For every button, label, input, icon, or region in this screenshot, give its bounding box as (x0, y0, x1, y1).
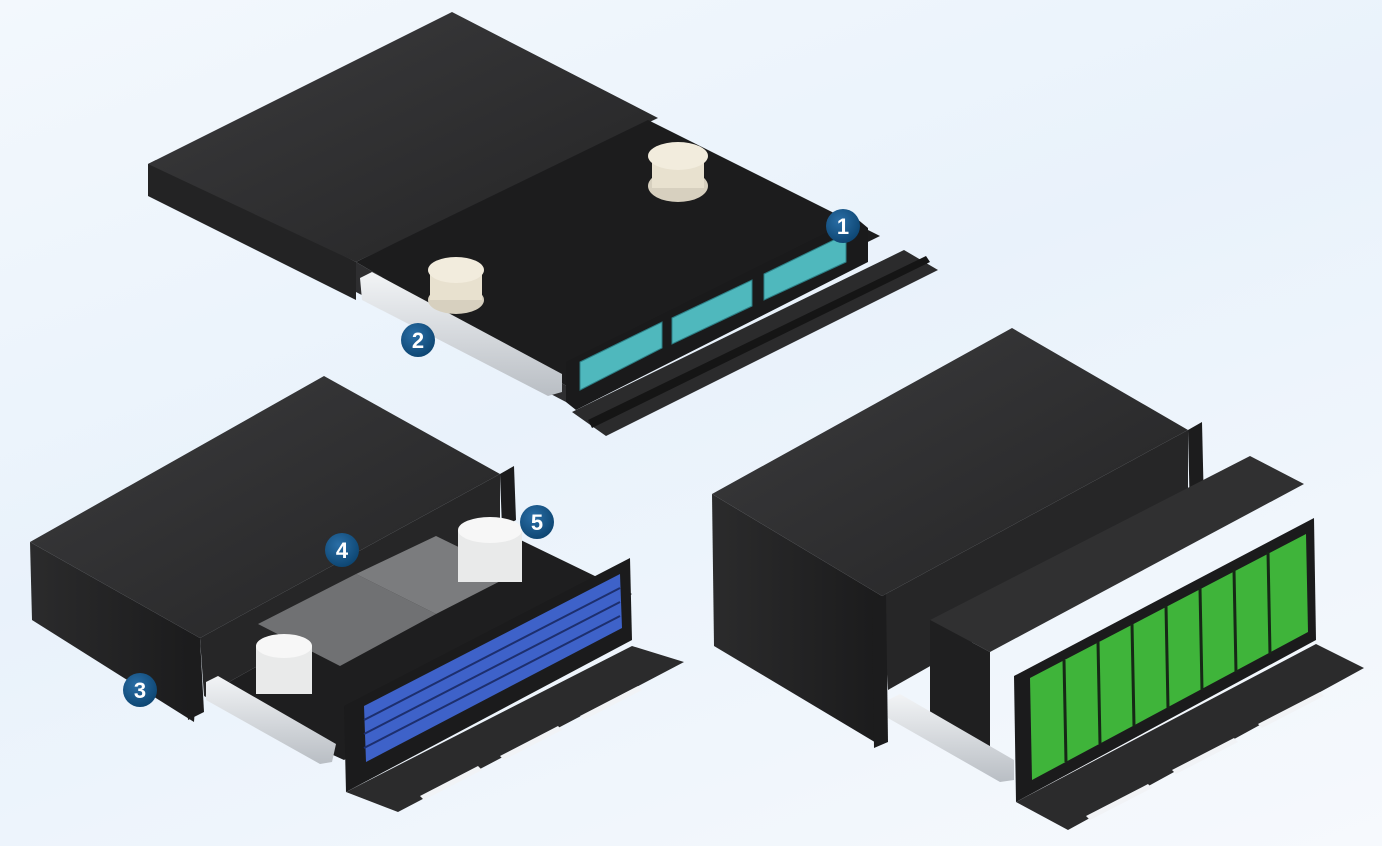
fiber-spool-2 (428, 257, 484, 314)
panel-4u-slide-rail[interactable] (888, 694, 1014, 782)
panel-4u-cover (712, 328, 1188, 596)
panel-2u-cover (30, 376, 500, 638)
panel-2u-front-door[interactable] (346, 646, 684, 812)
door-slots-4u (1086, 692, 1324, 820)
panel-4u-front-door[interactable] (1016, 644, 1364, 830)
callout-4: 4 (325, 533, 359, 567)
fiber-spool-3 (256, 634, 312, 694)
panel-1u-slide-rail[interactable] (360, 272, 562, 396)
callout-3: 3 (123, 673, 157, 707)
panel-2u-slide-rail[interactable] (206, 676, 336, 764)
panel-1u-door-lip (588, 256, 930, 428)
callout-2-label: 2 (412, 328, 424, 353)
panel-2u-rack-ear-left (184, 638, 204, 720)
panel-1u (148, 12, 938, 436)
door-slots (420, 686, 642, 800)
panel-2u-rack-ear-right (500, 466, 516, 528)
panel-2u-tray (204, 530, 632, 760)
lc-adapter-group (579, 233, 847, 391)
callout-4-label: 4 (336, 538, 349, 563)
fiber-spool-4 (458, 517, 522, 582)
green-module-dividers (1062, 551, 1272, 763)
panel-1u-side (148, 160, 356, 300)
panel-4u-side (712, 494, 882, 744)
sc-adapter-rows (363, 587, 621, 749)
panel-4u-module-shelf (930, 456, 1304, 652)
callout-1: 1 (826, 209, 860, 243)
panel-1u-tray (356, 120, 880, 388)
callout-2: 2 (401, 323, 435, 357)
callout-5: 5 (520, 505, 554, 539)
callout-5-label: 5 (531, 510, 543, 535)
panel-2u (30, 376, 684, 812)
panel-2u-side (30, 542, 200, 722)
callout-1-label: 1 (837, 214, 849, 239)
callout-3-label: 3 (134, 678, 146, 703)
panel-4u (712, 328, 1364, 830)
panel-1u-cover (148, 12, 658, 262)
panel-4u-rack-ear-left (872, 594, 888, 748)
fiber-spool-1 (648, 142, 708, 202)
